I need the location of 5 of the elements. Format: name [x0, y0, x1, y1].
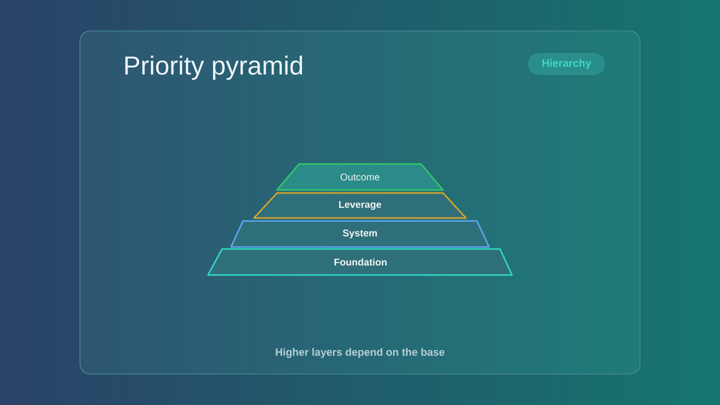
tag-badge: Hierarchy: [528, 53, 605, 75]
caption: Higher layers depend on the base: [276, 348, 444, 358]
pyramid-layer: Foundation: [207, 248, 513, 276]
pyramid-layer: System: [230, 220, 490, 248]
title: Priority pyramid: [125, 56, 302, 80]
